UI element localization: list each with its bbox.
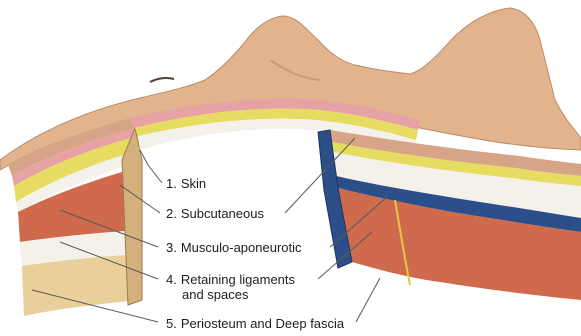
label-periosteum-deep-fascia: 5.Periosteum and Deep fascia xyxy=(166,316,344,331)
label-retaining-ligaments: 4.Retaining ligaments and spaces xyxy=(166,272,295,302)
label-subcutaneous: 2.Subcutaneous xyxy=(166,206,264,221)
leader-line-skin xyxy=(140,150,162,183)
eye-line xyxy=(150,78,174,82)
label-musculo-aponeurotic: 3.Musculo-aponeurotic xyxy=(166,240,302,255)
leader-line-periosteum-right xyxy=(356,278,380,322)
right-tissue-block xyxy=(318,130,581,300)
label-skin: 1.Skin xyxy=(166,176,206,191)
